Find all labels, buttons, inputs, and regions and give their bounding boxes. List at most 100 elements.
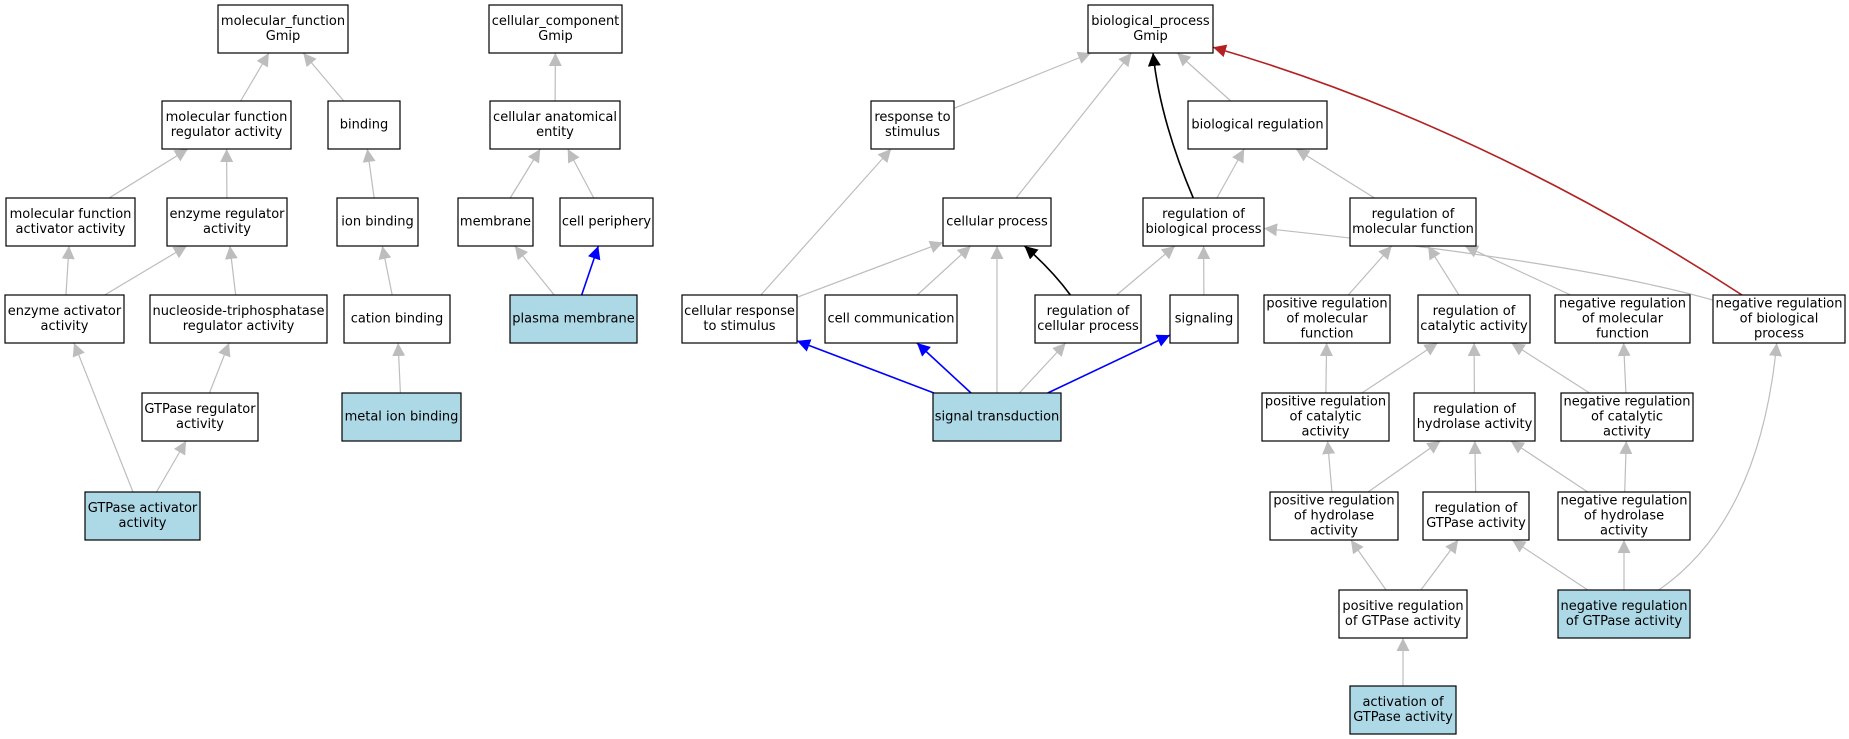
edge-metal-to-cation [392, 342, 406, 394]
node-ion-binding[interactable]: ion binding [336, 197, 419, 247]
node-label-line: to stimulus [703, 319, 775, 334]
edge-sig-trans-to-cell-resp [796, 339, 935, 394]
node-cell-communication[interactable]: cell communication [824, 294, 958, 344]
node-label-line: nucleoside-triphosphatase [152, 304, 324, 319]
node-cellular-process[interactable]: cellular process [942, 197, 1052, 247]
node-label-line: cellular process [1037, 319, 1139, 334]
node-label-line: signal transduction [935, 410, 1060, 425]
edge-cation-to-ion-binding [378, 245, 393, 296]
node-binding[interactable]: binding [327, 100, 401, 150]
node-box [327, 100, 401, 150]
node-box [1349, 685, 1457, 735]
node-box [1712, 294, 1846, 344]
node-cell-periphery[interactable]: cell periphery [559, 197, 654, 247]
node-label-line: GTPase activity [1353, 710, 1453, 725]
node-signal-transduction[interactable]: signal transduction [932, 392, 1062, 442]
node-box [141, 392, 259, 442]
node-metal-ion-binding[interactable]: metal ion binding [341, 392, 462, 442]
edge-reg-cp-to-cell-proc [1023, 245, 1072, 296]
node-signaling[interactable]: signaling [1169, 294, 1239, 344]
edge-reg-cp-to-reg-bp [1116, 245, 1176, 296]
node-label-line: cellular anatomical [493, 110, 617, 125]
edge-pos-reg-gtpase-to-pos-reg-hyd [1350, 539, 1387, 591]
node-label-line: Gmip [1133, 29, 1168, 44]
node-label-line: molecular function [166, 110, 288, 125]
edge-reg-gtpase-to-reg-hyd [1468, 440, 1482, 493]
node-label-line: regulation of [1435, 501, 1518, 516]
node-label-line: activity [1600, 524, 1648, 539]
node-box [1417, 294, 1531, 344]
node-label-line: GTPase regulator [144, 402, 256, 417]
node-biological-regulation[interactable]: biological regulation [1187, 100, 1328, 150]
edge-cell-periph-to-cae [567, 148, 595, 199]
edge-reg-cat-to-reg-mf [1427, 245, 1460, 296]
node-plasma-membrane[interactable]: plasma membrane [509, 294, 638, 344]
node-box [1557, 589, 1691, 639]
node-label-line: regulation of [1047, 304, 1130, 319]
node-box [681, 294, 798, 344]
node-membrane[interactable]: membrane [457, 197, 534, 247]
node-label-line: of catalytic [1289, 410, 1361, 425]
node-label-line: of GTPase activity [1566, 614, 1683, 629]
edge-cell-resp-to-resp-stim [760, 148, 892, 296]
node-label-line: biological_process [1091, 14, 1210, 29]
node-label-line: biological regulation [1191, 118, 1323, 133]
node-label-line: activity [176, 417, 224, 432]
node-label-line: binding [340, 118, 388, 133]
node-label-line: regulation of [1433, 304, 1516, 319]
edge-resp-stim-to-bp-root [953, 51, 1092, 109]
node-label-line: of GTPase activity [1345, 614, 1462, 629]
node-label-line: cellular process [946, 215, 1048, 230]
edge-mf-act-to-mf-reg [108, 148, 189, 199]
edge-ion-binding-to-binding [362, 148, 376, 199]
edges-layer [61, 44, 1782, 686]
edge-pos-reg-hyd-to-pos-reg-cat [1322, 440, 1336, 493]
node-label-line: cellular response [684, 304, 795, 319]
node-box [1560, 392, 1694, 442]
edge-mf-reg-to-mf-root [240, 52, 270, 102]
edge-cell-resp-to-cell-proc [796, 240, 944, 298]
node-label-line: molecular function [10, 207, 132, 222]
node-label-line: positive regulation [1273, 494, 1394, 509]
edge-enz-act-to-enz-reg [104, 245, 188, 296]
node-box [84, 491, 201, 541]
edge-neg-reg-gtpase-to-reg-gtpase [1511, 539, 1589, 591]
node-label-line: ion binding [341, 215, 413, 230]
edge-neg-reg-mf-to-reg-mf [1464, 245, 1571, 296]
node-cation-binding[interactable]: cation binding [343, 294, 451, 344]
node-label-line: activity [41, 319, 89, 334]
edge-sig-trans-to-reg-cp [1018, 342, 1067, 394]
edge-pos-reg-gtpase-to-reg-gtpase [1420, 539, 1459, 591]
node-label-line: negative regulation [1563, 395, 1690, 410]
